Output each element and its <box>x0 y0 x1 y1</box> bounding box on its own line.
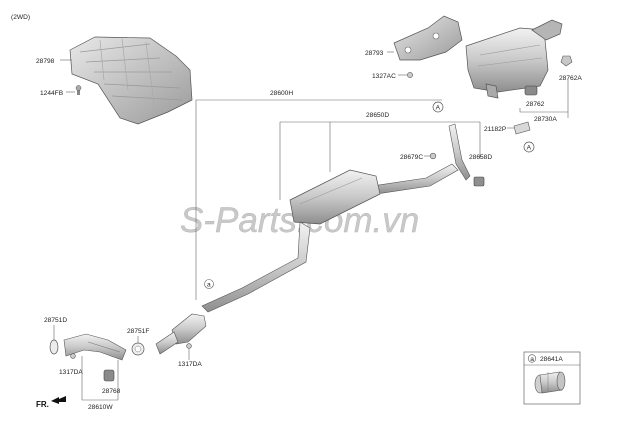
exhaust-pipe-main[interactable] <box>155 123 471 355</box>
label-28751F: 28751F <box>127 328 149 335</box>
label-28610W: 28610W <box>88 404 113 411</box>
svg-text:A: A <box>527 145 532 152</box>
label-28768: 28768 <box>102 388 121 395</box>
callout-a-pipe[interactable]: a <box>204 279 214 289</box>
label-1327AC: 1327AC <box>372 73 396 80</box>
bolt-28762A[interactable] <box>560 55 573 67</box>
gasket-28751F[interactable] <box>131 342 145 356</box>
label-28641A: 28641A <box>540 356 563 363</box>
heat-shield-28798[interactable] <box>69 36 193 125</box>
hanger-28768[interactable] <box>103 369 115 382</box>
label-28730A: 28730A <box>534 116 557 123</box>
svg-text:a: a <box>207 282 211 289</box>
gasket-21182P[interactable] <box>513 121 531 135</box>
hanger-bracket-28793[interactable] <box>393 15 463 61</box>
clamp-28641A[interactable] <box>534 371 566 394</box>
svg-text:a: a <box>530 356 534 363</box>
label-28658D: 28658D <box>469 154 492 161</box>
svg-text:A: A <box>436 105 441 112</box>
bolt-1317DA-mid[interactable] <box>186 343 192 349</box>
label-28762: 28762 <box>526 101 545 108</box>
nut-1327AC[interactable] <box>407 72 413 78</box>
bolt-1244FB[interactable] <box>75 85 82 96</box>
label-21182P: 21182P <box>484 126 507 133</box>
clamp-28679C[interactable] <box>429 152 437 160</box>
hanger-28658D[interactable] <box>473 176 485 187</box>
label-28793: 28793 <box>365 50 384 57</box>
gasket-28751D[interactable] <box>49 339 59 355</box>
rubber-hanger-28762[interactable] <box>524 85 538 96</box>
label-28600H: 28600H <box>270 90 293 97</box>
label-28751D: 28751D <box>44 317 67 324</box>
variant-label: (2WD) <box>11 14 30 21</box>
label-1317DA-left: 1317DA <box>59 369 83 376</box>
label-28679C: 28679C <box>400 154 423 161</box>
front-direction-indicator: FR. <box>36 396 66 409</box>
label-28762A: 28762A <box>559 75 582 82</box>
arrow-icon <box>51 396 66 404</box>
svg-text:FR.: FR. <box>36 400 49 409</box>
callout-A-muffler[interactable]: A <box>523 141 535 153</box>
bolt-1317DA-left[interactable] <box>70 353 76 359</box>
callout-a-detail <box>527 354 537 363</box>
rear-muffler-28730A[interactable] <box>465 19 563 99</box>
label-1317DA-mid: 1317DA <box>178 361 202 368</box>
label-1244FB: 1244FB <box>40 90 64 97</box>
detail-box-28641A: a 28641A <box>523 351 581 405</box>
label-28650D: 28650D <box>366 112 389 119</box>
label-28798: 28798 <box>36 58 55 65</box>
callout-A-pipe[interactable]: A <box>432 101 444 113</box>
